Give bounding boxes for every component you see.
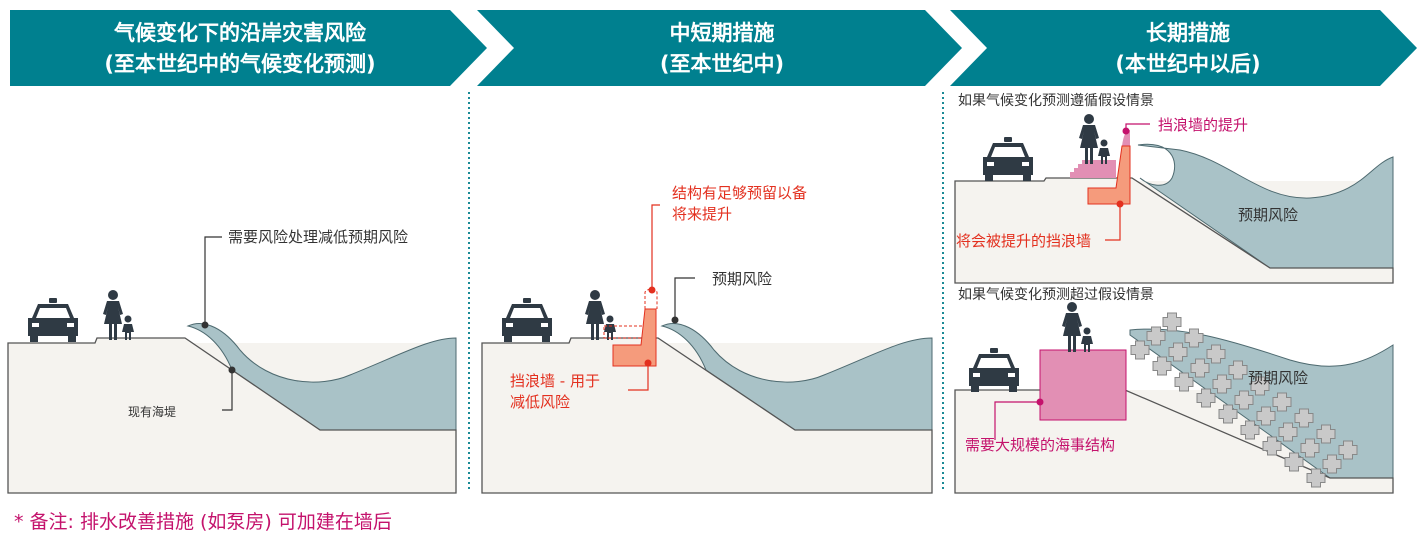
scenario-exceeded-title: 如果气候变化预测超过假设情景 [958, 287, 1154, 303]
wave-wall [612, 308, 657, 367]
armor-unit [1174, 372, 1194, 392]
expected-risk-label: 预期风险 [1248, 369, 1308, 387]
existing-seawall-label: 现有海堤 [128, 404, 176, 419]
pedestrians-icon [585, 290, 616, 340]
armor-unit [1196, 388, 1216, 408]
ground [954, 177, 1394, 284]
wave [186, 323, 457, 431]
risk-treatment-label: 需要风险处理减低预期风险 [228, 228, 408, 246]
header-long-term-title: 长期措施 [1146, 21, 1230, 45]
header-long-term-subtitle: (本世纪中以后) [1115, 52, 1260, 76]
ground [481, 337, 933, 494]
pedestrians-icon [1062, 302, 1093, 352]
car-icon [983, 137, 1033, 181]
armor-unit [1152, 356, 1172, 376]
armor-unit [1284, 452, 1304, 472]
raised-platform [1070, 160, 1116, 178]
car-icon [969, 348, 1019, 392]
armor-unit [1316, 424, 1336, 444]
armor-unit [1234, 390, 1254, 410]
reserve-label-line2: 将来提升 [672, 205, 732, 223]
armor-unit [1190, 358, 1210, 378]
wave-wall-label-line2: 减低风险 [510, 393, 570, 411]
pedestrians-icon [103, 290, 134, 340]
armor-unit [1262, 436, 1282, 456]
large-marine-structure [1039, 349, 1127, 421]
armor-unit [1218, 404, 1238, 424]
armor-unit [1294, 408, 1314, 428]
armor-unit [1146, 326, 1166, 346]
wave-wall [1087, 145, 1131, 205]
panel-long-term-scenario-expected: 如果气候变化预测遵循假设情景 挡浪墙的提升 将会被提升的挡浪墙 预期风险 [954, 92, 1394, 284]
header-current-risk-subtitle: (至本世纪中的气候变化预测) [104, 52, 375, 76]
footnote: * 备注: 排水改善措施 (如泵房) 可加建在墙后 [14, 511, 392, 533]
marine-structure-label: 需要大规模的海事结构 [965, 436, 1115, 454]
armor-unit [1272, 392, 1292, 412]
armor-unit [1240, 420, 1260, 440]
armor-unit [1300, 438, 1320, 458]
header-short-term-title: 中短期措施 [670, 21, 775, 45]
panel-short-term: 结构有足够预留以备 将来提升 预期风险 挡浪墙 - 用于 减低风险 [481, 184, 933, 494]
wall-to-be-raised-label: 将会被提升的挡浪墙 [956, 232, 1091, 250]
header-long-term: 长期措施 (本世纪中以后) [950, 10, 1417, 86]
armor-unit [1168, 342, 1188, 362]
armor-unit [1256, 406, 1276, 426]
scenario-expected-title: 如果气候变化预测遵循假设情景 [958, 92, 1154, 109]
reserve-label-line1: 结构有足够预留以备 [672, 184, 807, 202]
car-icon [502, 298, 552, 342]
panel-long-term-scenario-exceeded: 如果气候变化预测超过假设情景 预期风险 需要大规模的海事结构 [954, 287, 1394, 494]
armor-unit [1130, 340, 1150, 360]
panel-current-risk: 需要风险处理减低预期风险 现有海堤 [7, 228, 457, 494]
pedestrians-icon [1079, 114, 1110, 164]
expected-risk-label: 预期风险 [712, 270, 772, 288]
armor-unit [1322, 454, 1342, 474]
armor-unit [1184, 328, 1204, 348]
header-short-term: 中短期措施 (至本世纪中) [477, 10, 962, 86]
armor-unit [1212, 374, 1232, 394]
header-current-risk: 气候变化下的沿岸灾害风险 (至本世纪中的气候变化预测) [10, 10, 487, 86]
armor-unit [1162, 312, 1182, 332]
wave [1137, 143, 1394, 269]
armor-unit [1338, 440, 1358, 460]
header-current-risk-title: 气候变化下的沿岸灾害风险 [113, 21, 367, 45]
wave-wall-label-line1: 挡浪墙 - 用于 [510, 372, 600, 390]
wall-raise-label: 挡浪墙的提升 [1158, 116, 1248, 134]
armor-unit [1250, 376, 1270, 396]
armor-unit [1278, 422, 1298, 442]
armor-unit [1228, 360, 1248, 380]
header-short-term-subtitle: (至本世纪中) [660, 52, 784, 76]
expected-risk-label: 预期风险 [1238, 206, 1298, 224]
armor-unit [1306, 468, 1326, 488]
wave [660, 323, 933, 431]
ground [7, 337, 457, 494]
armor-units [1130, 312, 1358, 488]
car-icon [28, 298, 78, 342]
armor-unit [1206, 344, 1226, 364]
